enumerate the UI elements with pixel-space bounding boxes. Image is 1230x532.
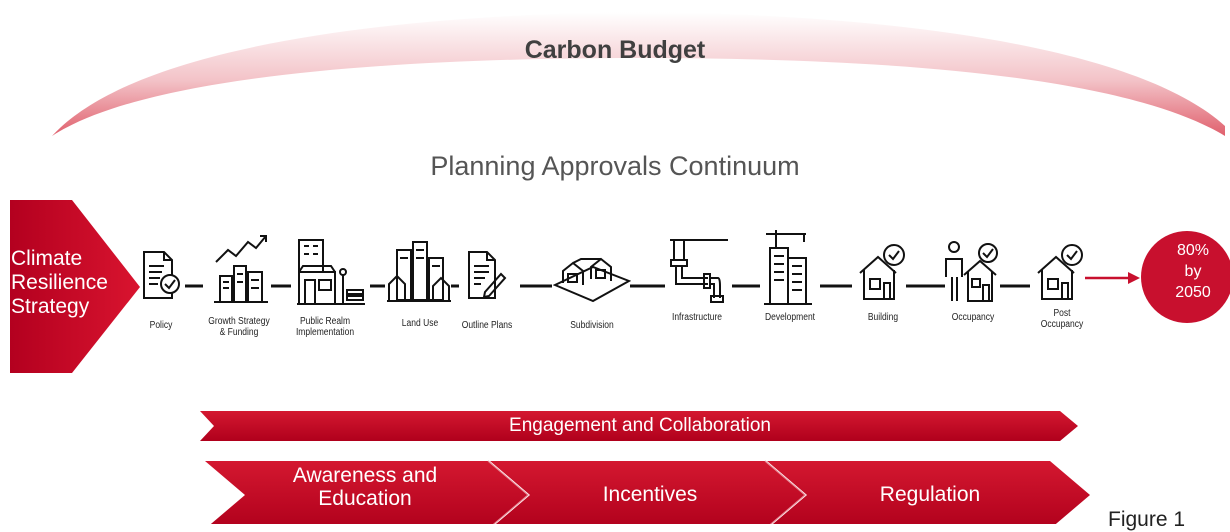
phase-chevron-regulation (767, 461, 1090, 524)
figure-caption: Figure 1 (1108, 508, 1186, 531)
phase-chevron-awareness (205, 461, 528, 524)
phase-incentives: Incentives (525, 483, 775, 506)
growth-chart-buildings-icon (214, 235, 268, 303)
goal-line3: 2050 (1175, 284, 1211, 301)
house-check-icon (859, 244, 905, 300)
stage-label-development: Development (764, 312, 816, 323)
carbon-budget-arch (52, 12, 1225, 136)
continuum-title: Planning Approvals Continuum (430, 151, 800, 181)
stage-label-land-use: Land Use (401, 318, 439, 329)
crane-building-icon (764, 230, 812, 305)
stage-label-growth-strategy: Growth Strategy& Funding (208, 316, 270, 338)
phase-chevron-incentives (490, 461, 805, 524)
stage-label-policy: Policy (149, 320, 173, 331)
stage-label-occupancy: Occupancy (951, 312, 995, 323)
climate-resilience-strategy: Climate Resilience Strategy (11, 247, 108, 319)
stage-label-outline-plans: Outline Plans (461, 320, 513, 331)
phase-awareness: Awareness and Education (240, 464, 490, 510)
stage-label-infrastructure: Infrastructure (671, 312, 723, 323)
stage-label-subdivision: Subdivision (570, 320, 614, 331)
storefront-icon (297, 239, 365, 305)
phase-regulation: Regulation (805, 483, 1055, 506)
goal-line1: 80% (1176, 242, 1210, 259)
strategy-line3: Strategy (11, 295, 90, 318)
house-check-icon (1037, 244, 1083, 300)
goal-circle (1141, 231, 1230, 323)
phase-incentives-line1: Incentives (602, 483, 698, 506)
document-check-icon (143, 251, 180, 299)
phase-awareness-line2: Education (318, 487, 412, 510)
strategy-chevron (10, 200, 140, 373)
pipe-icon (670, 239, 728, 303)
phase-awareness-line1: Awareness and (292, 464, 438, 487)
city-buildings-icon (387, 241, 451, 302)
houses-on-lot-icon (553, 257, 631, 303)
strategy-line1: Climate (11, 247, 83, 270)
goal-line2: by (1184, 263, 1202, 280)
carbon-budget-title: Carbon Budget (524, 36, 706, 64)
strategy-line2: Resilience (11, 271, 108, 294)
phase-regulation-line1: Regulation (879, 483, 981, 506)
continuum-graphic (10, 200, 1230, 373)
person-house-icon (945, 241, 998, 302)
goal-label: 80% by 2050 (1148, 240, 1230, 303)
bottom-bars (200, 411, 1090, 524)
engagement-bar (200, 411, 1078, 441)
goal-arrow (1085, 272, 1140, 284)
engagement-label: Engagement and Collaboration (509, 415, 771, 436)
document-pen-icon (468, 251, 507, 299)
stage-label-building: Building (867, 312, 899, 323)
chevron-dividers (487, 460, 806, 524)
